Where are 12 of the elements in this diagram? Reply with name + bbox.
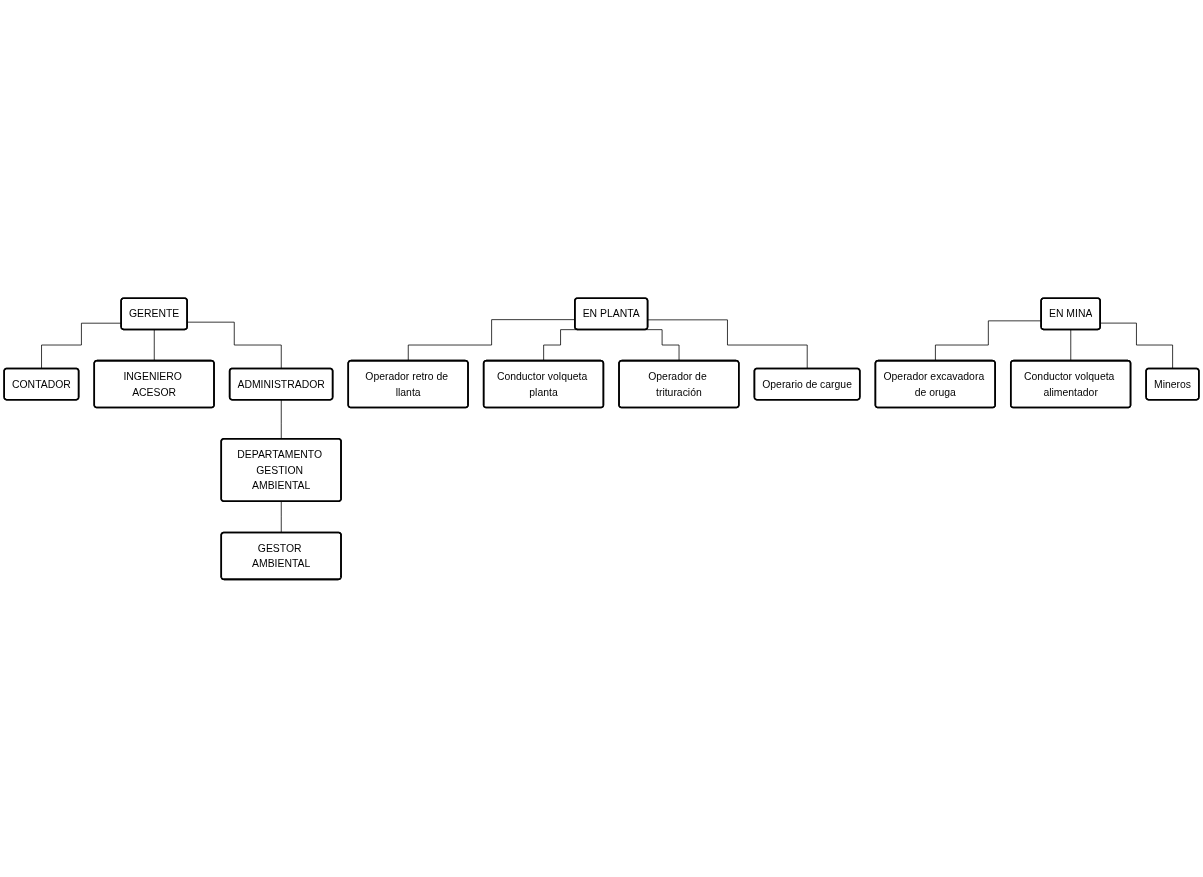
connector — [935, 320, 1042, 362]
connector — [647, 319, 808, 369]
connector — [407, 319, 576, 362]
connector — [543, 329, 578, 362]
connector — [1100, 322, 1174, 369]
connector — [41, 322, 122, 369]
connector — [644, 329, 680, 362]
connector — [280, 399, 282, 440]
connector — [1070, 329, 1072, 362]
connector — [153, 329, 155, 362]
connector — [280, 500, 282, 533]
connector — [187, 321, 282, 369]
